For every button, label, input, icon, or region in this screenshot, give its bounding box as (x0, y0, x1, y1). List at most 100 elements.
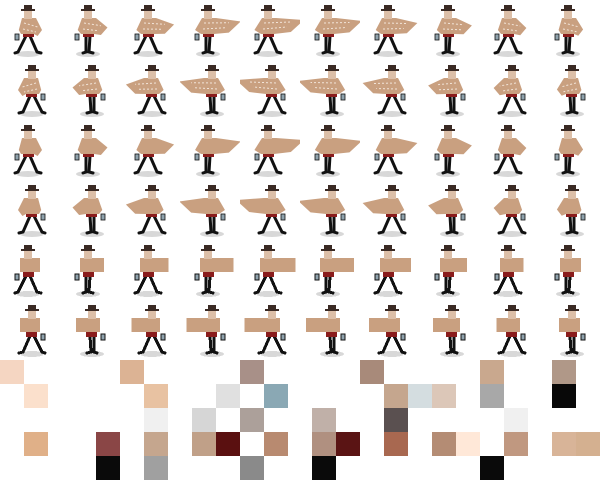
sprite-frame (120, 60, 180, 120)
sprite-frame (120, 180, 180, 240)
color-swatch (144, 384, 168, 408)
color-swatch (384, 432, 408, 456)
sprite-frame (60, 300, 120, 360)
color-swatch (216, 432, 240, 456)
sprite-frame (540, 120, 600, 180)
sprite-frame (60, 240, 120, 300)
color-swatch (576, 432, 600, 456)
sprite-frame (240, 240, 300, 300)
sprite-frame (240, 60, 300, 120)
sprite-frame (60, 120, 120, 180)
sprite-frame (360, 120, 420, 180)
color-swatch (24, 384, 48, 408)
sprite-frame (420, 300, 480, 360)
sprite-frame (60, 0, 120, 60)
sprite-frame (120, 240, 180, 300)
sprite-frame (0, 240, 60, 300)
color-swatch (240, 456, 264, 480)
color-swatch (336, 432, 360, 456)
sprite-frame (420, 0, 480, 60)
sprite-frame (120, 300, 180, 360)
color-swatch (480, 360, 504, 384)
color-swatch (144, 456, 168, 480)
color-swatch-area (0, 360, 600, 480)
color-swatch (144, 432, 168, 456)
sprite-frame (300, 60, 360, 120)
color-swatch (552, 384, 576, 408)
color-swatch (504, 432, 528, 456)
color-swatch (456, 432, 480, 456)
sprite-frame (540, 60, 600, 120)
sprite-frame (180, 0, 240, 60)
sprite-frame (0, 180, 60, 240)
sprite-frame (180, 120, 240, 180)
color-swatch (312, 408, 336, 432)
color-swatch (240, 408, 264, 432)
sprite-frame (300, 300, 360, 360)
color-swatch (240, 360, 264, 384)
sprite-frame (540, 300, 600, 360)
color-swatch (264, 432, 288, 456)
sprite-frame (180, 300, 240, 360)
sprite-frame (480, 120, 540, 180)
color-swatch (0, 360, 24, 384)
sprite-frame (0, 120, 60, 180)
sprite-frame (180, 60, 240, 120)
sprite-frame (0, 0, 60, 60)
color-swatch (192, 432, 216, 456)
color-swatch (96, 456, 120, 480)
color-swatch (312, 432, 336, 456)
color-swatch (96, 432, 120, 456)
sprite-frame (420, 180, 480, 240)
sprite-frame (180, 240, 240, 300)
sprite-frame (420, 120, 480, 180)
sprite-frame (360, 180, 420, 240)
sprite-frame (0, 60, 60, 120)
sprite-frame (480, 180, 540, 240)
color-swatch (264, 384, 288, 408)
sprite-frame (180, 180, 240, 240)
color-swatch (504, 408, 528, 432)
sprite-frame (60, 60, 120, 120)
sprite-frame (360, 0, 420, 60)
sprite-frame (300, 180, 360, 240)
color-swatch (120, 360, 144, 384)
sprite-frame (300, 240, 360, 300)
sprite-frame (360, 300, 420, 360)
sprite-frame (420, 240, 480, 300)
sprite-frame (540, 0, 600, 60)
color-swatch (552, 360, 576, 384)
sprite-frame (420, 60, 480, 120)
color-swatch (480, 456, 504, 480)
sprite-frame (480, 0, 540, 60)
color-swatch (384, 408, 408, 432)
sprite-frame (240, 180, 300, 240)
color-swatch (144, 408, 168, 432)
sprite-frame (480, 240, 540, 300)
color-swatch (432, 432, 456, 456)
color-swatch (480, 384, 504, 408)
sprite-frame (540, 180, 600, 240)
sprite-frame (360, 240, 420, 300)
sprite-frame (240, 0, 300, 60)
sprite-frame (60, 180, 120, 240)
color-swatch (384, 384, 408, 408)
sprite-frame (120, 120, 180, 180)
sprite-frame (360, 60, 420, 120)
sprite-grid (0, 0, 600, 360)
color-swatch (312, 456, 336, 480)
sprite-frame (120, 0, 180, 60)
color-swatch (360, 360, 384, 384)
sprite-frame (0, 300, 60, 360)
sprite-frame (240, 120, 300, 180)
color-swatch (552, 432, 576, 456)
color-swatch (432, 384, 456, 408)
color-swatch (216, 384, 240, 408)
sprite-frame (240, 300, 300, 360)
color-swatch (408, 384, 432, 408)
sprite-frame (480, 300, 540, 360)
color-swatch (192, 408, 216, 432)
sprite-frame (540, 240, 600, 300)
sprite-frame (480, 60, 540, 120)
